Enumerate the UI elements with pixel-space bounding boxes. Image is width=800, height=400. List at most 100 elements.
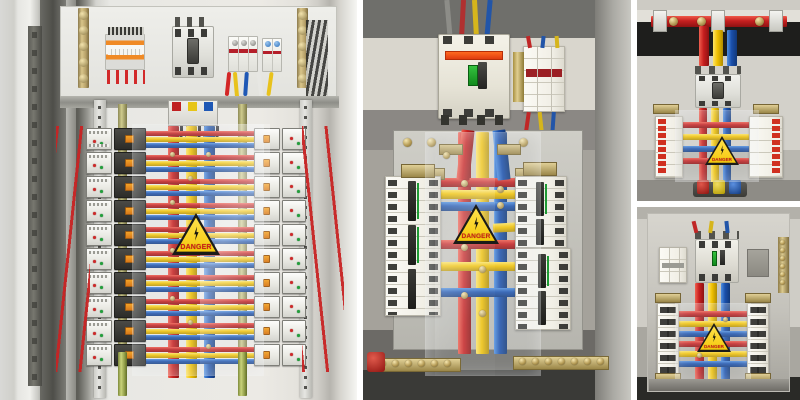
horizontal-busbar-red — [425, 178, 525, 187]
mcb-bank-right-lower[interactable] — [515, 248, 571, 330]
relay-module[interactable] — [254, 272, 280, 294]
terminal-clamp-left — [653, 104, 679, 114]
branch-bar-yellow — [677, 134, 755, 140]
danger-label: DANGER — [705, 136, 739, 165]
terminal-block-red-wires — [107, 70, 145, 84]
phase-drop-red — [699, 26, 709, 66]
bottom-trunking — [649, 379, 789, 391]
phase-drop-yellow — [713, 30, 723, 66]
busbar-insulator — [711, 10, 725, 32]
branch-bar-yellow — [135, 257, 260, 262]
branch-bar-yellow — [135, 281, 260, 286]
busbar-clamp — [497, 144, 521, 155]
strip-clamp-right — [745, 293, 771, 303]
branch-bar-red — [135, 299, 260, 304]
mcb-bank-left[interactable] — [385, 176, 441, 316]
phase-drop-blue — [721, 283, 730, 307]
contactor-module[interactable] — [114, 248, 146, 270]
danger-label: DANGER — [172, 213, 220, 255]
isolator-red[interactable] — [697, 180, 709, 194]
contactor-module[interactable] — [114, 200, 146, 222]
phase-drop-blue — [727, 30, 737, 66]
relay-module[interactable] — [254, 176, 280, 198]
mccb-terminal-row — [695, 66, 741, 74]
wire-bundle-right — [306, 20, 328, 98]
branch-bar-blue — [135, 143, 260, 148]
panel-photo-2: DANGER — [363, 0, 631, 400]
branch-bar-blue-2 — [677, 361, 749, 367]
branch-bar-yellow — [135, 161, 260, 166]
branch-bar-yellow — [135, 305, 260, 310]
relay-module[interactable] — [254, 128, 280, 150]
branch-bar-yellow — [135, 185, 260, 190]
panel-photo-3: DANGER — [637, 0, 800, 201]
relay-module[interactable] — [254, 344, 280, 366]
contactor-module[interactable] — [114, 152, 146, 174]
feeder-mccb[interactable] — [695, 74, 741, 108]
relay-module[interactable] — [254, 320, 280, 342]
board-mccb[interactable] — [695, 239, 739, 283]
terminal-clamp-right — [753, 104, 779, 114]
main-mccb[interactable] — [438, 34, 510, 119]
relay-module[interactable] — [86, 176, 112, 198]
relay-module[interactable] — [254, 248, 280, 270]
branch-bar-blue — [135, 191, 260, 196]
contactor-module[interactable] — [114, 320, 146, 342]
contactor-module[interactable] — [114, 128, 146, 150]
relay-module[interactable] — [86, 320, 112, 342]
isolator-yellow[interactable] — [713, 180, 725, 194]
branch-bar-yellow — [677, 321, 749, 327]
mccb-top-terminals — [175, 17, 211, 27]
blank-way-cover — [747, 249, 769, 277]
relay-module[interactable] — [86, 224, 112, 246]
busbar-insulator — [653, 10, 667, 32]
terminal-strip-right[interactable] — [747, 303, 769, 375]
branch-bar-red — [135, 131, 260, 136]
contactor-module[interactable] — [114, 176, 146, 198]
terminal-strip-left[interactable] — [657, 303, 679, 375]
auxiliary-mcb[interactable] — [659, 247, 687, 283]
relay-module[interactable] — [254, 152, 280, 174]
earth-rail-bottom-right — [238, 352, 247, 396]
relay-module[interactable] — [282, 176, 306, 198]
spd-module[interactable] — [523, 46, 565, 112]
rail-perforations-left — [32, 32, 37, 380]
branch-bar-blue — [135, 335, 260, 340]
mcb-bank-right-upper[interactable] — [515, 176, 567, 248]
spd-brass-bracket — [513, 52, 524, 102]
branch-bar-red — [135, 155, 260, 160]
relay-module[interactable] — [86, 200, 112, 222]
busbar-insulator — [769, 10, 783, 32]
contactor-module[interactable] — [114, 296, 146, 318]
earth-bar-right — [297, 8, 308, 88]
relay-module[interactable] — [254, 296, 280, 318]
horizontal-busbar-red-2 — [425, 240, 537, 249]
contactor-module[interactable] — [114, 272, 146, 294]
horizontal-busbar-yellow — [425, 190, 525, 199]
orange-terminal-block-group[interactable] — [105, 34, 145, 70]
branch-bar-red — [135, 323, 260, 328]
isolator-knob[interactable] — [367, 352, 385, 372]
branch-bar-red — [135, 347, 260, 352]
enclosure-side-wall — [595, 0, 631, 400]
phase-drop-red — [695, 283, 704, 307]
phase-drop-yellow — [708, 283, 717, 307]
branch-bar-blue — [135, 311, 260, 316]
mcb-bank-right[interactable] — [749, 116, 783, 178]
relay-module[interactable] — [282, 200, 306, 222]
contactor-module[interactable] — [114, 224, 146, 246]
terminal-block-brass-right — [523, 162, 557, 176]
moulded-case-circuit-breaker[interactable] — [172, 26, 214, 78]
isolator-blue[interactable] — [729, 180, 741, 194]
relay-module[interactable] — [86, 344, 112, 366]
relay-module[interactable] — [254, 224, 280, 246]
relay-module[interactable] — [254, 200, 280, 222]
branch-bar-yellow — [135, 137, 260, 142]
earth-rail-bottom-left — [118, 352, 127, 396]
horizontal-busbar-blue-2 — [425, 288, 537, 297]
relay-module[interactable] — [86, 272, 112, 294]
mcb-bank-left[interactable] — [655, 116, 683, 178]
earth-bar-left — [78, 8, 89, 88]
branch-bar-yellow — [135, 353, 260, 358]
